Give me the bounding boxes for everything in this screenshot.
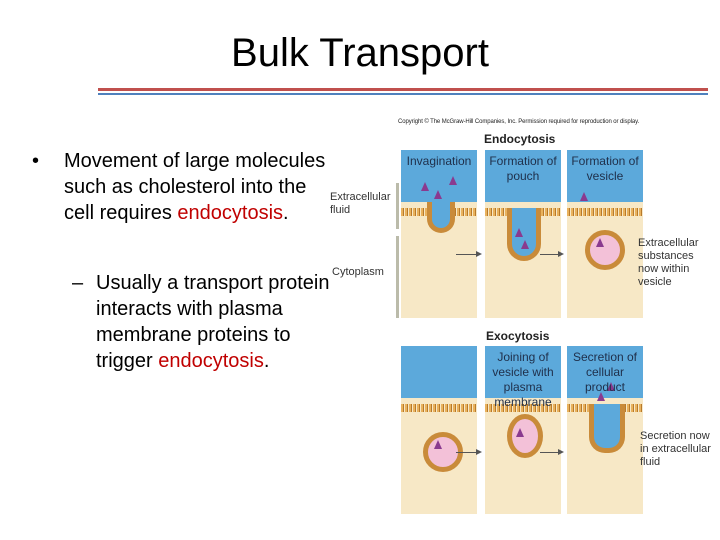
endo-panel-3: Formation of vesicle: [567, 150, 643, 318]
endo-stage-1-label: Invagination: [406, 154, 472, 168]
endo-panel-2: Formation of pouch: [485, 150, 561, 318]
bullet-end: .: [283, 202, 289, 224]
molecule: [521, 240, 529, 249]
sub-bullet-end: .: [263, 350, 270, 372]
bullet-list: • Movement of large molecules such as ch…: [32, 148, 332, 374]
cytoplasm-brace: [396, 236, 399, 318]
molecule: [607, 382, 615, 391]
bullet-marker: •: [32, 150, 40, 172]
molecule: [516, 428, 524, 437]
stage-arrow: [456, 449, 482, 455]
exo-panel-2: Joining of vesicle with plasma membrane: [485, 346, 561, 514]
sub-bullet-item: – Usually a transport protein interacts …: [32, 270, 332, 374]
endo-stage-2-label: Formation of pouch: [489, 154, 557, 183]
molecule: [421, 182, 429, 191]
sub-bullet-term: endocytosis: [158, 350, 264, 372]
bullet-term: endocytosis: [177, 202, 284, 224]
exo-panel-1: [401, 346, 477, 514]
exocytosis-title: Exocytosis: [486, 329, 550, 343]
extracellular-brace: [396, 183, 399, 229]
title-rule-blue: [98, 93, 708, 95]
exocytosis-result-label: Secretion now in extracellular fluid: [640, 430, 711, 468]
stage-arrow: [456, 251, 482, 257]
exo-panel-1-membrane: [401, 404, 477, 412]
extracellular-fluid-label: Extracellular fluid: [330, 191, 391, 216]
exo-stage-3-label: Secretion of cellular product: [572, 350, 638, 394]
exo-panel-2-membrane: [485, 404, 561, 412]
endo-panel-1: Invagination: [401, 150, 477, 318]
molecule: [434, 440, 442, 449]
molecule: [596, 238, 604, 247]
slide-title: Bulk Transport: [231, 31, 489, 75]
endo-panel-2-fluid: [485, 150, 561, 202]
cytoplasm-label: Cytoplasm: [332, 266, 384, 278]
endo-panel-3-fluid: [567, 150, 643, 202]
molecule: [515, 228, 523, 237]
stage-arrow: [540, 251, 564, 257]
exo-opened-pouch: [589, 404, 625, 453]
figure-copyright: Copyright © The McGraw-Hill Companies, I…: [398, 119, 640, 125]
stage-arrow: [540, 449, 564, 455]
endo-panel-1-dent: [427, 202, 455, 233]
bullet-text: Movement of large molecules such as chol…: [64, 150, 326, 224]
exo-panel-3-fluid: [567, 346, 643, 398]
molecule: [449, 176, 457, 185]
endocytosis-result-label: Extracellular substances now within vesi…: [638, 237, 699, 288]
endo-stage-3-label: Formation of vesicle: [571, 154, 639, 183]
exo-stage-2-label: Joining of vesicle with plasma membrane: [492, 350, 554, 409]
bullet-item: • Movement of large molecules such as ch…: [32, 148, 332, 226]
endocytosis-title: Endocytosis: [484, 132, 556, 146]
sub-bullet-marker: –: [72, 272, 84, 294]
exo-panel-3: Secretion of cellular product: [567, 346, 643, 514]
exo-fusing-vesicle: [507, 414, 543, 458]
title-rule-red: [98, 88, 708, 91]
molecule: [434, 190, 442, 199]
exo-panel-1-fluid: [401, 346, 477, 398]
molecule: [597, 392, 605, 401]
molecule: [580, 192, 588, 201]
exo-panel-2-fluid: [485, 346, 561, 398]
endo-vesicle: [585, 230, 625, 270]
sub-bullet-text: Usually a transport protein interacts wi…: [96, 272, 330, 372]
endo-panel-2-pouch: [507, 208, 541, 261]
endo-panel-3-membrane: [567, 208, 643, 216]
